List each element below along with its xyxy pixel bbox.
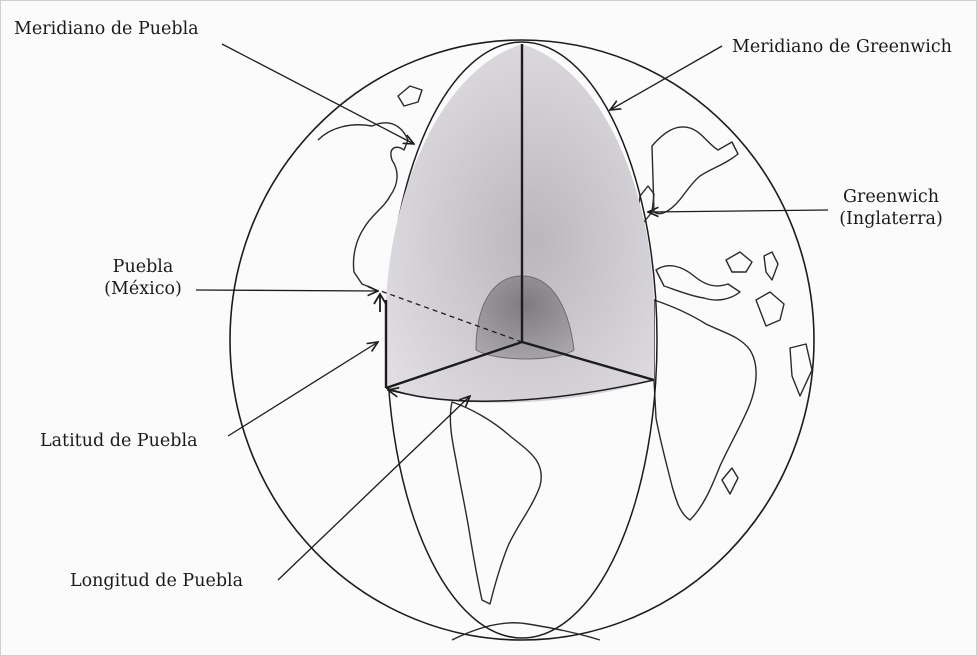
arrow-puebla: [196, 290, 378, 291]
label-puebla-line1: Puebla: [96, 256, 190, 278]
india-outline: [790, 344, 812, 396]
label-latitud: Latitud de Puebla: [40, 430, 198, 452]
arrow-latitud: [228, 342, 378, 436]
arabia-outline: [756, 292, 784, 326]
south-america-outline: [450, 402, 541, 604]
asia-lake2-outline: [764, 252, 778, 280]
arctic-island-outline: [398, 86, 422, 106]
europe-outline: [652, 127, 738, 214]
arrow-greenwich: [648, 210, 828, 212]
label-greenwich-line2: (Inglaterra): [836, 208, 946, 230]
asia-lakes-outline: [726, 252, 752, 272]
madagascar-outline: [722, 468, 738, 494]
label-longitud: Longitud de Puebla: [70, 570, 243, 592]
arrow-longitud: [278, 396, 470, 580]
arrow-meridiano-greenwich: [610, 46, 722, 110]
label-greenwich-line1: Greenwich: [836, 186, 946, 208]
africa-outline: [654, 300, 756, 520]
label-meridiano-puebla: Meridiano de Puebla: [14, 18, 199, 40]
label-puebla-line2: (México): [96, 278, 190, 300]
arrow-meridiano-puebla: [222, 44, 414, 144]
label-greenwich: Greenwich (Inglaterra): [836, 186, 946, 230]
label-meridiano-greenwich: Meridiano de Greenwich: [732, 36, 952, 58]
label-puebla: Puebla (México): [96, 256, 190, 300]
mediterranean-outline: [656, 266, 740, 300]
